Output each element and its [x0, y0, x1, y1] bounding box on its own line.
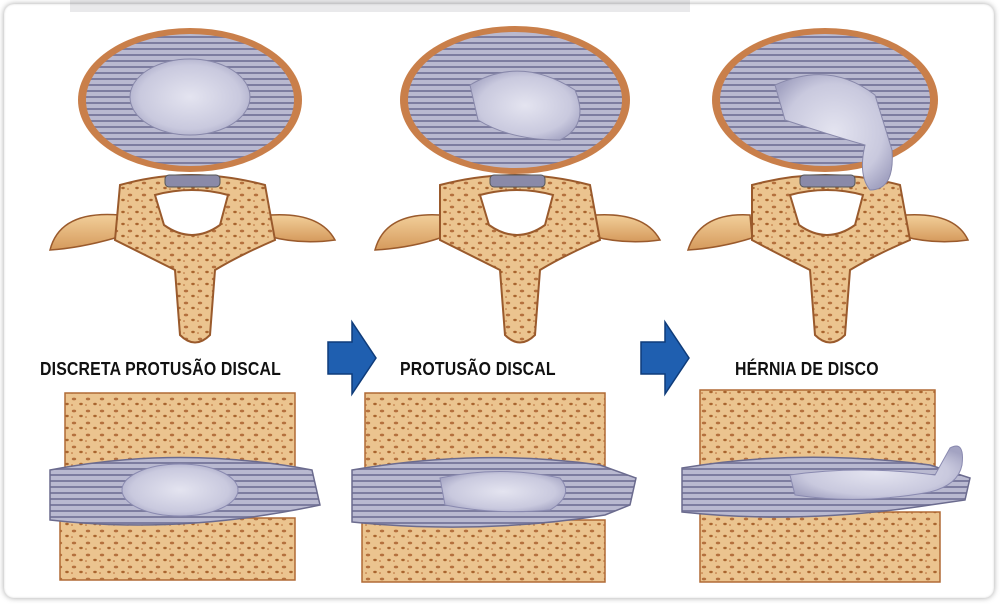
vertebra-top-view-3 — [688, 28, 968, 343]
arrow-right-icon — [641, 322, 689, 394]
stage-label-protusao: PROTUSÃO DISCAL — [400, 355, 556, 383]
vertebra-top-view-2 — [375, 26, 660, 343]
disc-side-view-1 — [50, 393, 320, 580]
arrow-right-icon — [328, 322, 376, 394]
disc-side-view-3 — [682, 390, 970, 582]
vertebra-top-view-1 — [50, 28, 335, 343]
stage-label-discreta-protusao: DISCRETA PROTUSÃO DISCAL — [40, 355, 281, 383]
stage-label-hernia: HÉRNIA DE DISCO — [735, 355, 879, 383]
disc-side-view-2 — [352, 393, 636, 582]
